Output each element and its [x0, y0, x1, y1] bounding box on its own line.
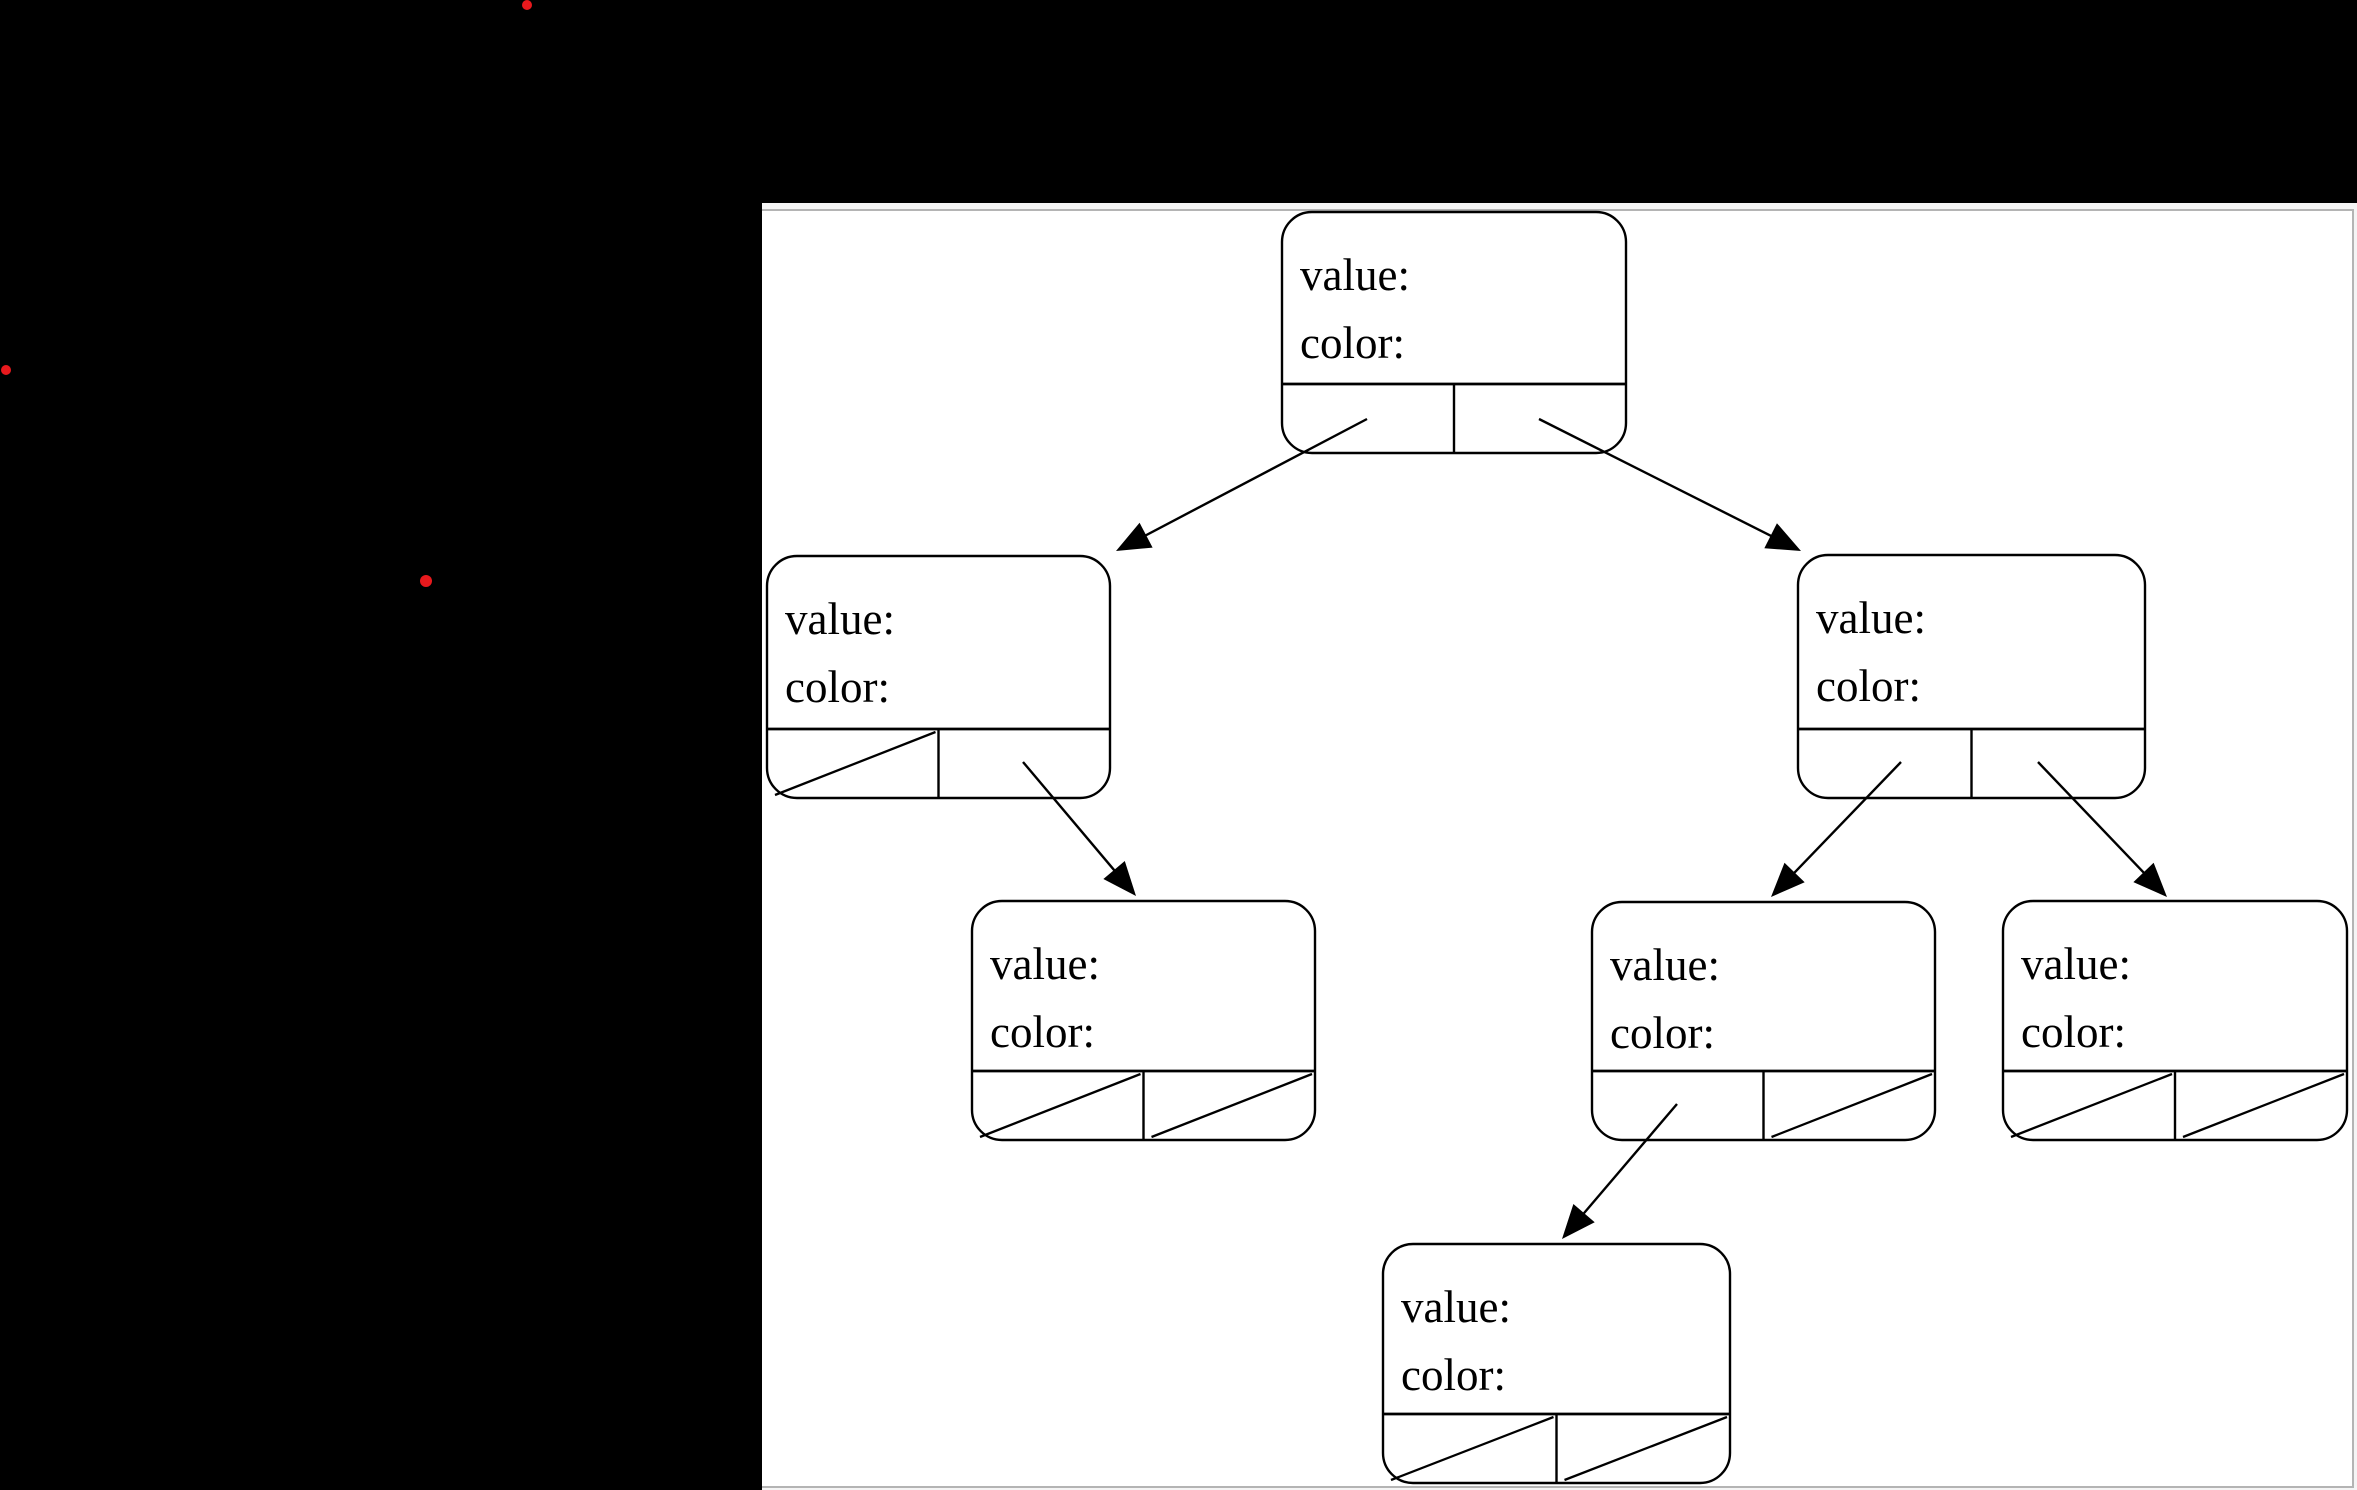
diagram-panel	[762, 203, 2357, 1490]
red-dot	[522, 0, 532, 10]
red-dot	[1, 365, 11, 375]
diagram-canvas	[762, 209, 2354, 1488]
red-dot	[420, 575, 432, 587]
